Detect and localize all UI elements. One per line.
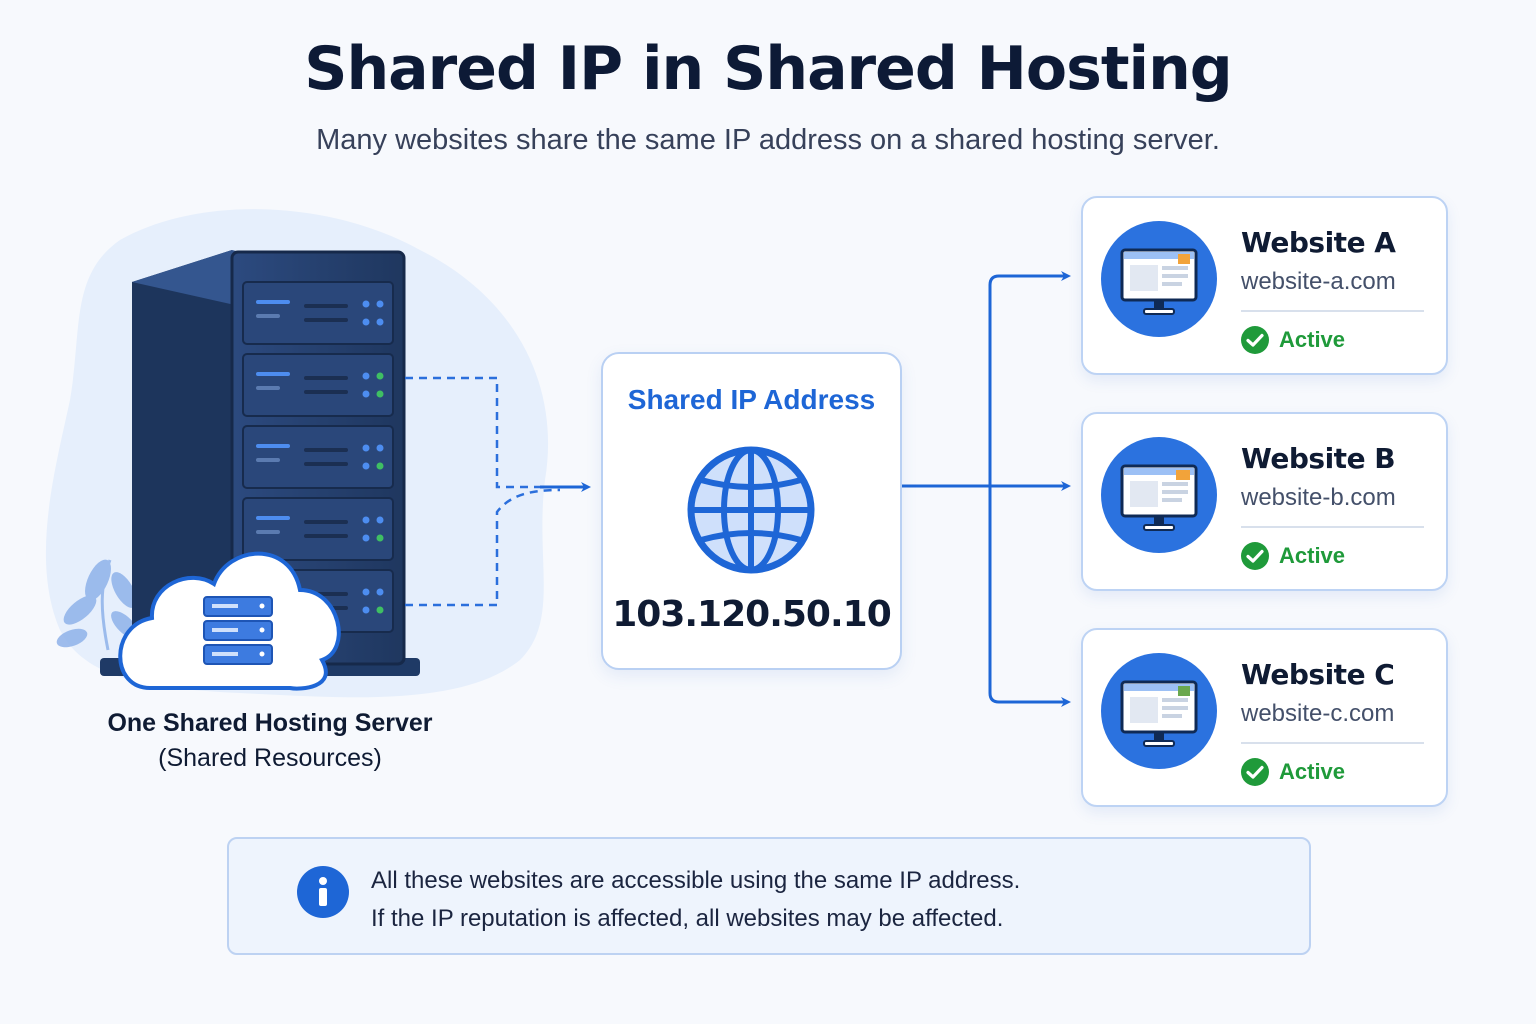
rack-slot — [304, 520, 348, 524]
status-led — [362, 516, 370, 524]
status-badge: Active — [1241, 325, 1345, 355]
info-text-line-2: If the IP reputation is affected, all we… — [371, 905, 1004, 932]
rack-slot — [304, 534, 348, 538]
status-label: Active — [1279, 759, 1346, 784]
status-led — [376, 516, 384, 524]
rack-slot — [256, 372, 290, 376]
info-text-line-1: All these websites are accessible using … — [371, 867, 1021, 894]
status-led — [376, 462, 384, 470]
rack-slot — [304, 462, 348, 466]
website-domain[interactable]: website-a.com — [1241, 268, 1396, 295]
divider — [1241, 310, 1424, 312]
status-led — [362, 318, 370, 326]
status-led — [376, 534, 384, 542]
rack-unit — [242, 425, 394, 489]
shared-ip-card: Shared IP Address 103.120.50.10 — [601, 352, 902, 670]
website-name: Website A — [1241, 226, 1396, 259]
status-led — [376, 444, 384, 452]
rack-slot — [304, 304, 348, 308]
monitor-icon — [1101, 653, 1217, 769]
rack-unit — [242, 281, 394, 345]
status-led — [362, 300, 370, 308]
rack-slot — [304, 390, 348, 394]
status-led — [376, 372, 384, 380]
check-circle-icon — [1241, 542, 1269, 570]
status-led — [362, 534, 370, 542]
status-led — [362, 588, 370, 596]
status-led — [376, 390, 384, 398]
ip-to-websites-connector — [900, 271, 1071, 707]
rack-unit — [242, 497, 394, 561]
status-label: Active — [1279, 327, 1346, 352]
status-led — [376, 318, 384, 326]
info-icon — [297, 866, 349, 918]
website-name: Website B — [1241, 442, 1396, 475]
cloud-server-icon — [118, 551, 341, 691]
rack-slot — [256, 444, 290, 448]
page-title: Shared IP in Shared Hosting — [304, 34, 1233, 104]
status-led — [362, 390, 370, 398]
status-led — [362, 606, 370, 614]
website-card-c[interactable]: Website C website-c.com Active — [1081, 628, 1448, 807]
status-badge: Active — [1241, 757, 1345, 787]
website-name: Website C — [1241, 658, 1395, 691]
status-led — [376, 588, 384, 596]
shared-ip-address: 103.120.50.10 — [612, 594, 892, 635]
status-led — [362, 372, 370, 380]
rack-slot — [256, 300, 290, 304]
shared-ip-title: Shared IP Address — [627, 384, 876, 415]
status-led — [362, 462, 370, 470]
rack-slot — [256, 386, 280, 390]
rack-slot — [256, 314, 280, 318]
divider — [1241, 526, 1424, 528]
rack-slot — [304, 318, 348, 322]
status-led — [362, 444, 370, 452]
monitor-icon — [1101, 221, 1217, 337]
divider — [1241, 742, 1424, 744]
globe-icon — [687, 446, 815, 574]
rack-slot — [304, 376, 348, 380]
check-circle-icon — [1241, 758, 1269, 786]
check-circle-icon — [1241, 326, 1269, 354]
website-domain[interactable]: website-b.com — [1241, 484, 1396, 511]
rack-slot — [256, 458, 280, 462]
monitor-icon — [1101, 437, 1217, 553]
status-led — [376, 300, 384, 308]
status-led — [376, 606, 384, 614]
website-domain[interactable]: website-c.com — [1241, 700, 1395, 727]
page-subtitle: Many websites share the same IP address … — [316, 124, 1220, 156]
server-caption: One Shared Hosting Server — [107, 709, 433, 737]
info-box: All these websites are accessible using … — [227, 837, 1311, 955]
status-badge: Active — [1241, 541, 1345, 571]
rack-slot — [304, 448, 348, 452]
rack-unit — [242, 353, 394, 417]
rack-slot — [256, 516, 290, 520]
rack-slot — [256, 530, 280, 534]
website-card-b[interactable]: Website B website-b.com Active — [1081, 412, 1448, 591]
website-card-a[interactable]: Website A website-a.com Active — [1081, 196, 1448, 375]
server-subcaption: (Shared Resources) — [158, 744, 382, 772]
status-label: Active — [1279, 543, 1346, 568]
server-to-ip-connector — [405, 376, 561, 607]
